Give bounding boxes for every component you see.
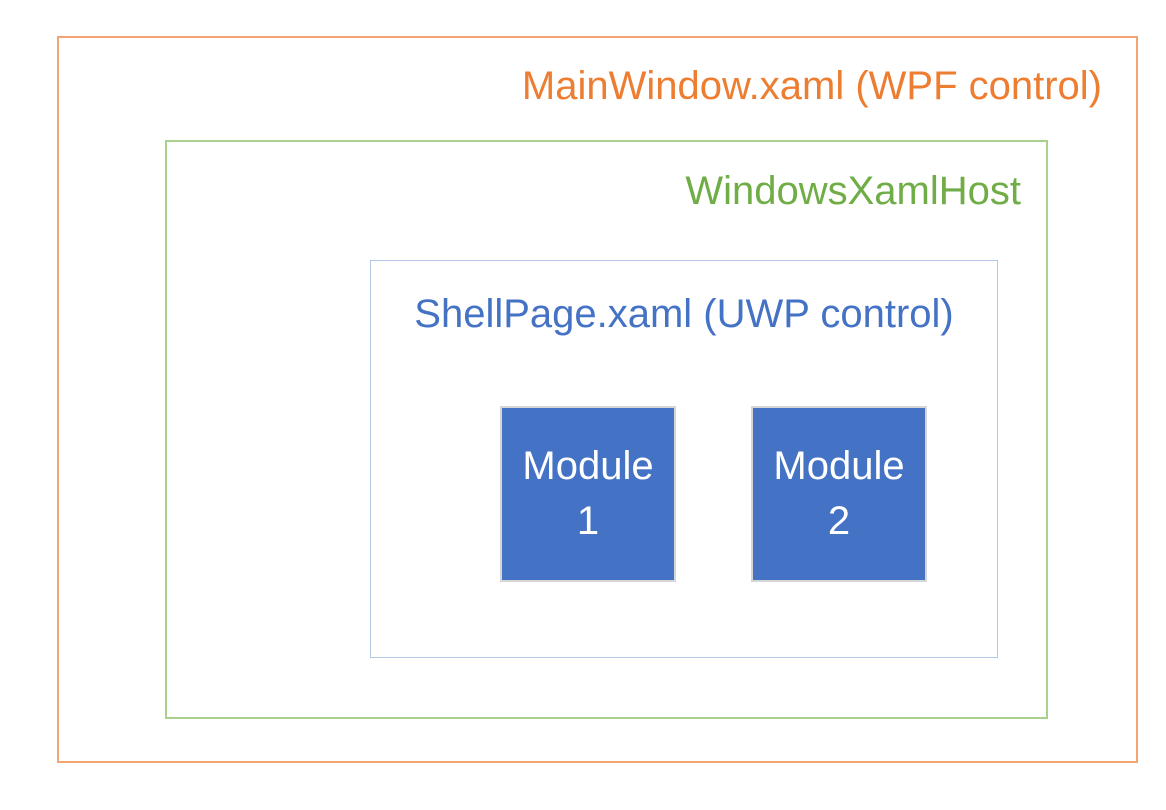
module-1-box: Module 1 (500, 406, 676, 582)
xaml-host-box: WindowsXamlHost ShellPage.xaml (UWP cont… (165, 140, 1048, 719)
module-1-label: Module (522, 443, 654, 488)
main-window-label: MainWindow.xaml (WPF control) (521, 64, 1102, 108)
modules-row: Module 1 Module 2 (500, 406, 927, 582)
shell-page-label: ShellPage.xaml (UWP control) (414, 292, 954, 336)
module-2-number: 2 (827, 499, 851, 543)
module-2-label: Module (773, 443, 905, 488)
module-1-number: 1 (576, 499, 600, 543)
main-window-box: MainWindow.xaml (WPF control) WindowsXam… (57, 36, 1138, 763)
module-2-box: Module 2 (751, 406, 927, 582)
shell-page-box: ShellPage.xaml (UWP control) Module 1 Mo… (370, 260, 998, 658)
xaml-host-label: WindowsXamlHost (685, 169, 1021, 213)
